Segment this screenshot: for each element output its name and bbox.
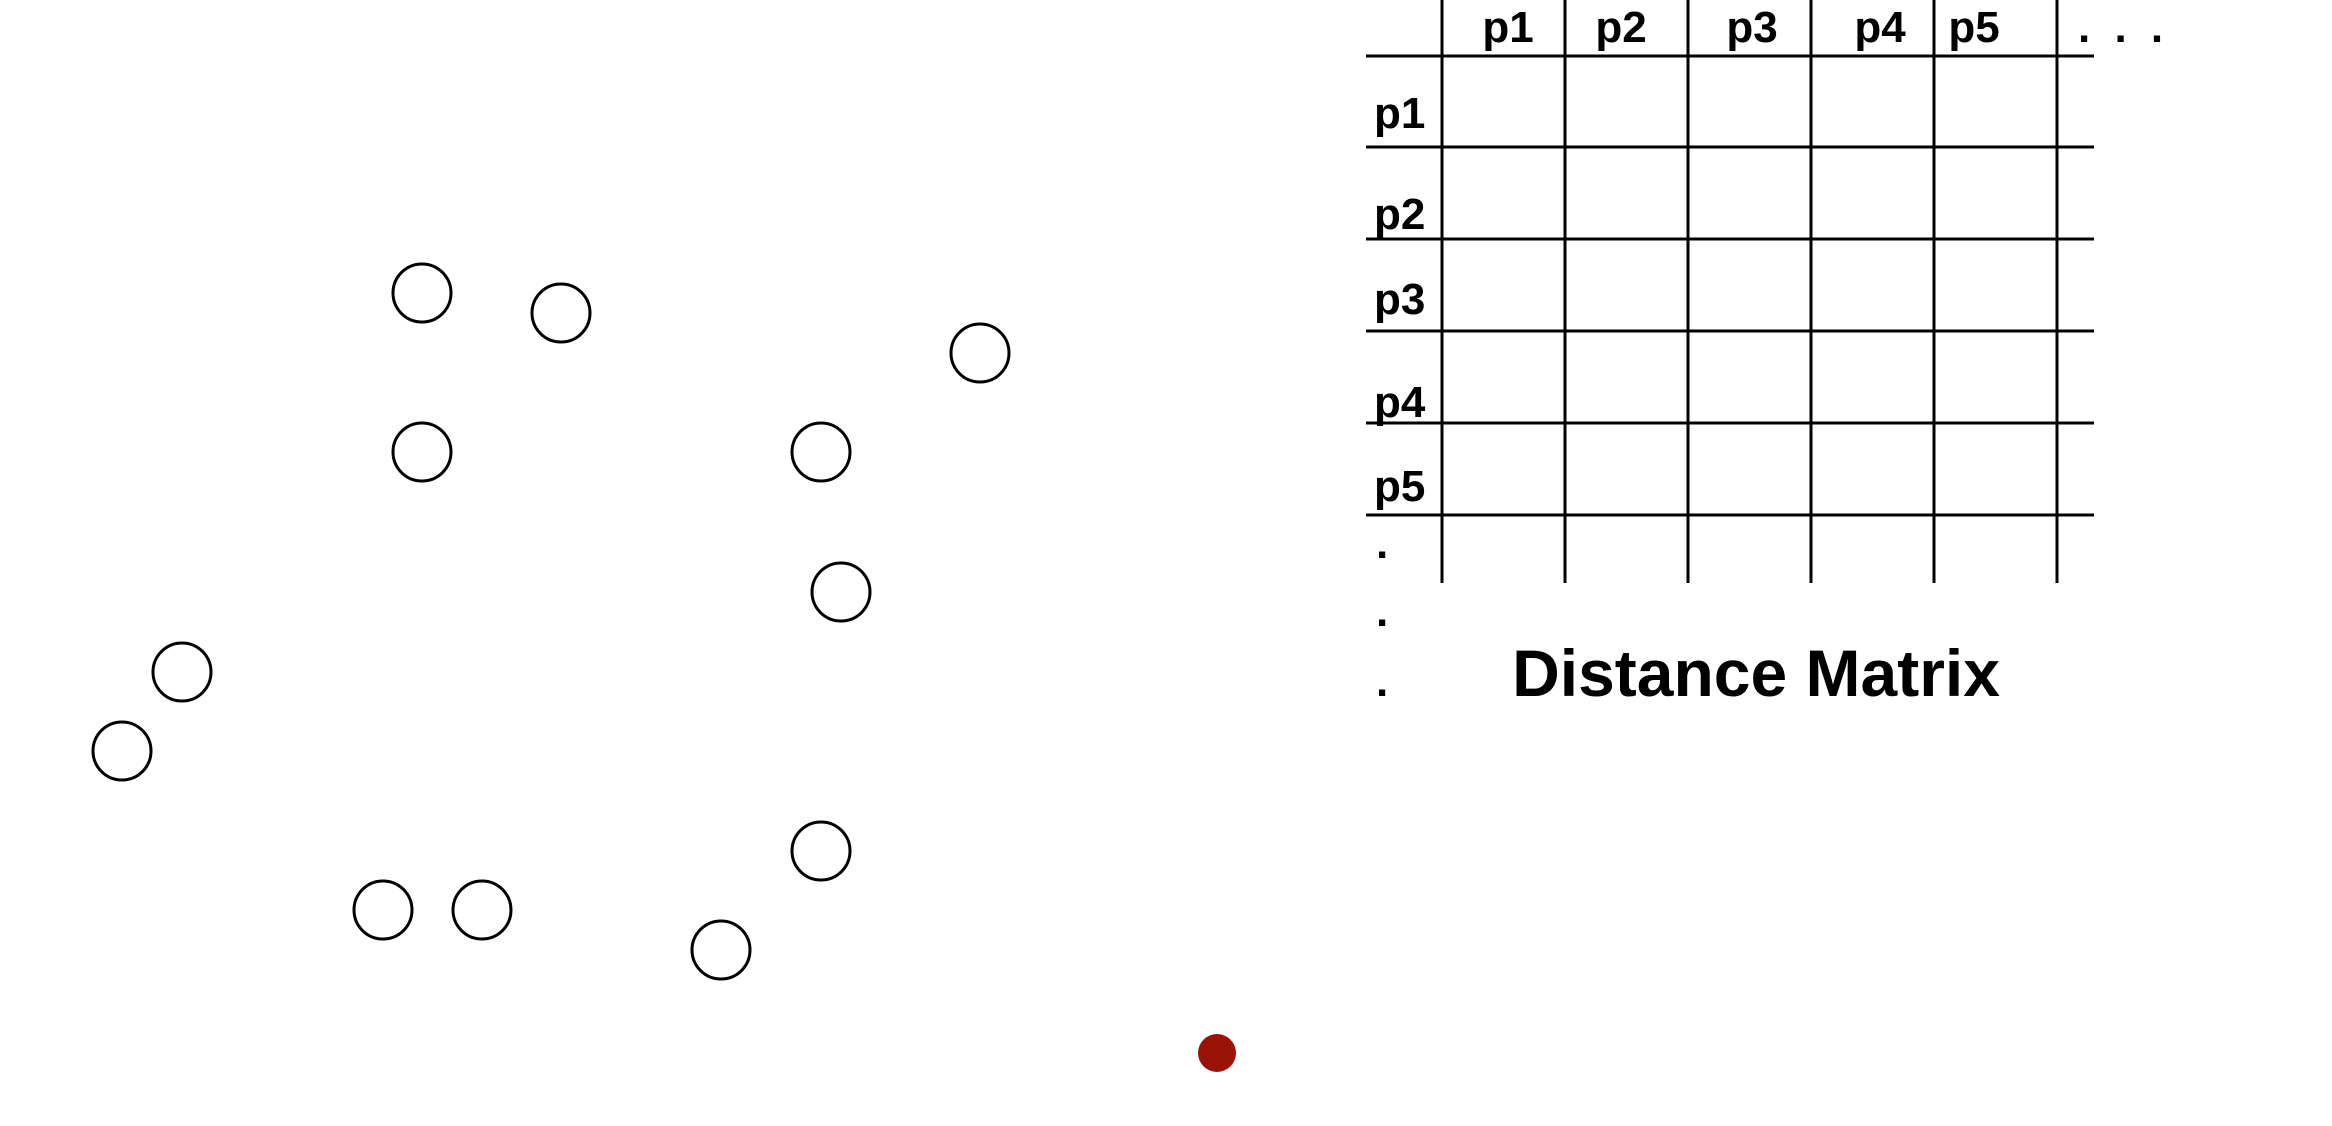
point-4 [391, 421, 453, 483]
distance-matrix-grid [1366, 0, 2094, 583]
point-12 [690, 919, 752, 981]
point-2 [530, 282, 592, 344]
point-11 [451, 879, 513, 941]
highlighted-point [1198, 1034, 1236, 1072]
points-layer [91, 262, 1011, 981]
matrix-column-label-p1: p1 [1482, 3, 1534, 52]
point-7 [151, 641, 213, 703]
matrix-row-label-p2: p2 [1374, 190, 1426, 239]
matrix-row-label-p3: p3 [1374, 275, 1426, 324]
matrix-column-ellipsis: . . . [2078, 3, 2170, 52]
matrix-column-label-p2: p2 [1595, 3, 1647, 52]
matrix-column-label-p3: p3 [1726, 3, 1778, 52]
point-6 [810, 561, 872, 623]
point-1 [391, 262, 453, 324]
point-3 [949, 322, 1011, 384]
matrix-row-ellipsis-1: . [1376, 519, 1389, 568]
matrix-title: Distance Matrix [1512, 636, 2000, 710]
matrix-row-label-p1: p1 [1374, 89, 1426, 138]
point-10 [352, 879, 414, 941]
matrix-column-label-p5: p5 [1948, 3, 2000, 52]
matrix-row-ellipsis-3: . [1376, 657, 1389, 706]
point-5 [790, 421, 852, 483]
matrix-row-ellipsis-2: . [1376, 587, 1389, 636]
matrix-row-label-p4: p4 [1374, 378, 1426, 427]
point-9 [790, 820, 852, 882]
point-8 [91, 720, 153, 782]
matrix-column-label-p4: p4 [1854, 3, 1906, 52]
matrix-row-label-p5: p5 [1374, 462, 1426, 511]
